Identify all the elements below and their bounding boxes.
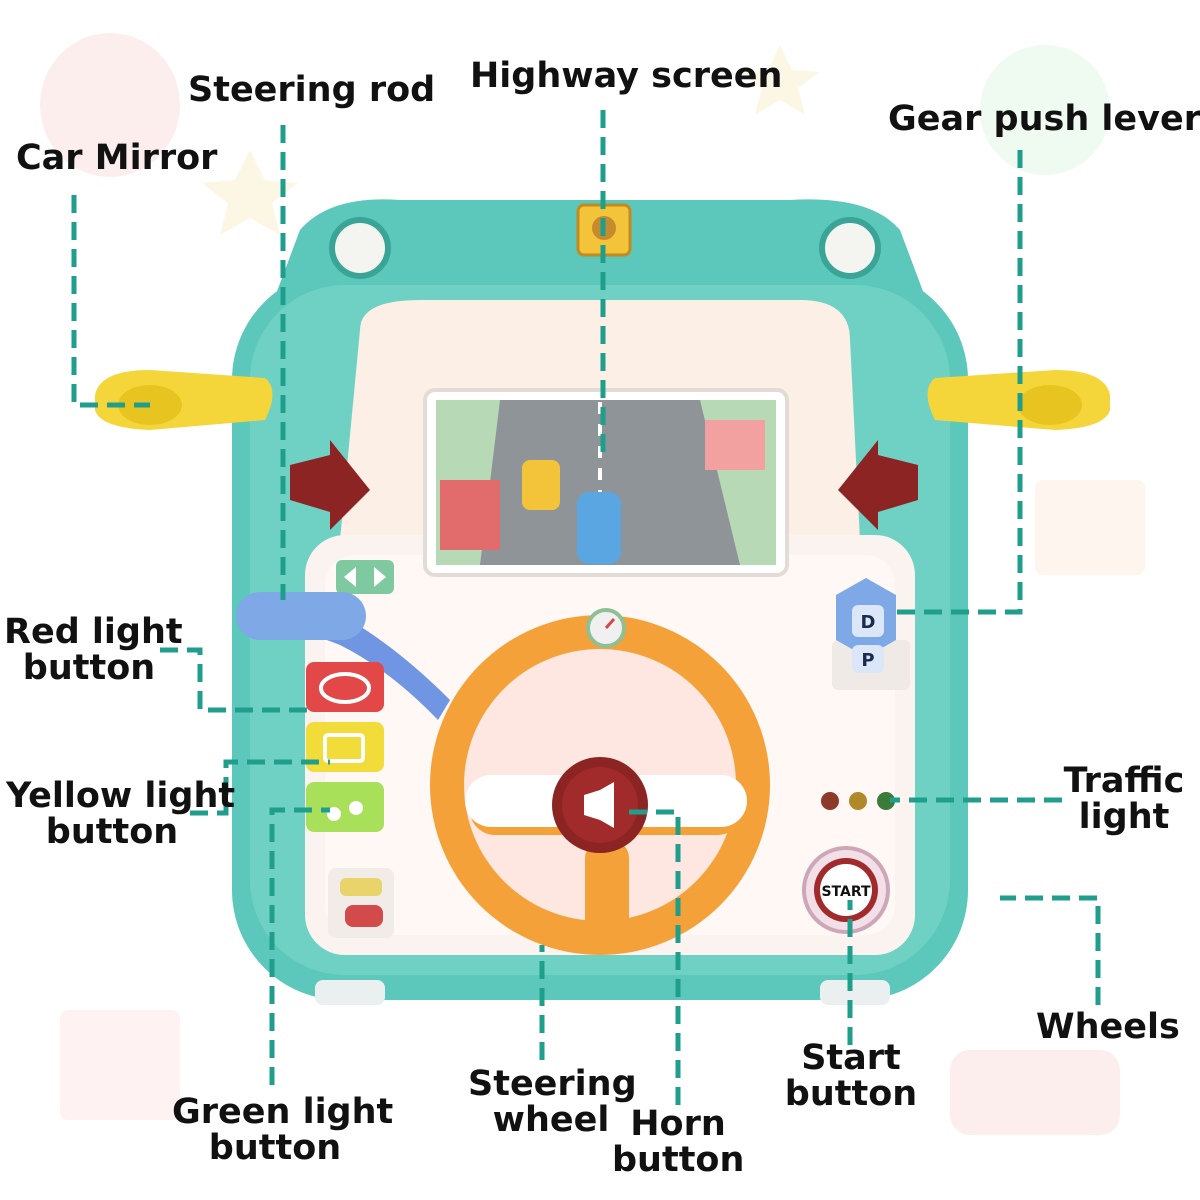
red-light-button	[306, 662, 384, 712]
small-button-panel	[328, 868, 394, 938]
gear-letter-d: D	[861, 612, 876, 633]
label-red-light-button: Red light button	[4, 612, 183, 688]
label-traffic-light: Traffic light	[1054, 763, 1194, 835]
label-green-light-button: Green light button	[172, 1092, 394, 1168]
gear-letter-p: P	[861, 650, 874, 671]
label-horn-button: Horn button	[612, 1106, 744, 1178]
yellow-light-button	[306, 722, 384, 772]
label-gear-push-lever: Gear push lever	[888, 99, 1200, 139]
leader-car-mirror	[71, 195, 150, 408]
label-horn-line2: button	[612, 1140, 745, 1180]
steering-rod	[236, 592, 450, 720]
turn-indicator-badge	[336, 560, 394, 594]
label-yellow-light-line2: button	[45, 812, 179, 852]
leader-horn-button	[625, 809, 681, 1105]
label-steering-rod: Steering rod	[188, 70, 436, 110]
label-steering-wheel-line1: Steering	[468, 1064, 637, 1104]
label-red-light-line1: Red light	[4, 612, 183, 652]
leader-lines	[71, 110, 1101, 1105]
label-green-light-line1: Green light	[172, 1092, 394, 1132]
label-green-light-line2: button	[208, 1128, 342, 1168]
label-steering-wheel-line2: wheel	[492, 1100, 610, 1140]
label-start-button: Start button	[784, 1040, 918, 1112]
leader-gear-push-lever	[890, 150, 1023, 615]
label-yellow-light-button: Yellow light button	[6, 776, 236, 852]
car-mirror-left	[95, 370, 273, 430]
horn-button	[552, 757, 648, 853]
label-red-light-line2: button	[22, 648, 156, 688]
leader-yellow-light-button	[190, 759, 330, 816]
label-wheels: Wheels	[1036, 1007, 1180, 1047]
leader-green-light-button	[269, 807, 330, 1085]
label-start-line1: Start	[801, 1038, 901, 1078]
background-decorations	[40, 33, 1145, 1135]
left-arrow-light	[290, 440, 370, 530]
label-traffic-line1: Traffic	[1063, 761, 1185, 801]
start-button: START	[802, 846, 890, 934]
label-steering-wheel: Steering wheel	[468, 1064, 637, 1140]
gear-push-lever: D P	[832, 578, 910, 690]
leader-wheels	[1000, 895, 1101, 1005]
green-light-button	[306, 782, 384, 832]
label-traffic-line2: light	[1078, 797, 1170, 837]
speed-gauge	[586, 608, 626, 648]
label-yellow-light-line1: Yellow light	[6, 776, 236, 816]
right-arrow-light	[838, 440, 918, 530]
label-start-line2: button	[784, 1074, 918, 1114]
leader-red-light-button	[160, 647, 310, 713]
label-highway-screen: Highway screen	[470, 56, 783, 96]
label-horn-line1: Horn	[630, 1104, 726, 1144]
label-car-mirror: Car Mirror	[16, 138, 218, 178]
start-button-text: START	[821, 884, 871, 900]
highway-screen	[423, 388, 789, 577]
traffic-light-indicators	[821, 792, 895, 810]
